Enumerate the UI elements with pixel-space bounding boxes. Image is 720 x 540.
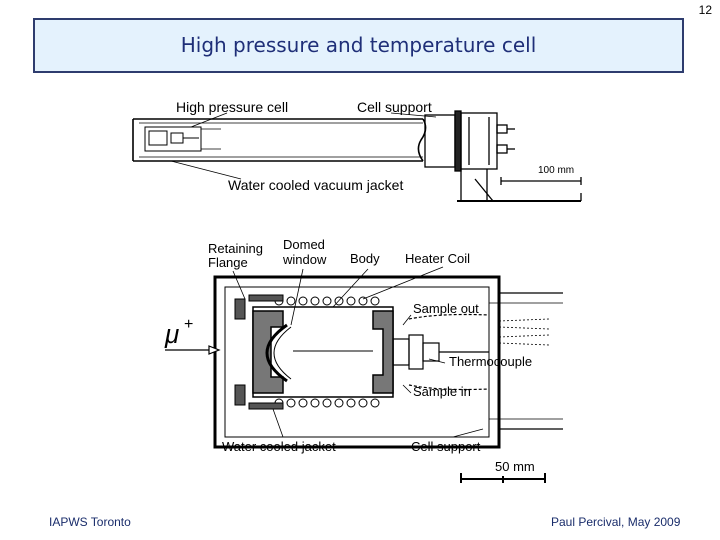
cell-overview-diagram: 100 mm High pressure cell Cell support W… bbox=[131, 93, 593, 209]
label-water-cooled-jacket: Water cooled jacket bbox=[222, 439, 336, 454]
scale-label-50mm: 50 mm bbox=[495, 459, 535, 474]
retaining-flange-drawing bbox=[234, 294, 284, 410]
water-cooled-jacket-drawing bbox=[213, 275, 563, 449]
label-domed-window-line1: Domed bbox=[283, 237, 325, 252]
title-box: High pressure and temperature cell bbox=[33, 18, 684, 73]
label-heater-coil: Heater Coil bbox=[405, 251, 470, 266]
label-retaining-flange-line2: Flange bbox=[208, 255, 248, 270]
scale-bar-50mm bbox=[460, 473, 546, 483]
footer-right: Paul Percival, May 2009 bbox=[551, 515, 681, 529]
bottom-leader-lines bbox=[232, 266, 484, 438]
label-body: Body bbox=[350, 251, 380, 266]
label-sample-in: Sample in bbox=[413, 384, 471, 399]
muon-symbol: μ bbox=[164, 319, 179, 349]
label-sample-out: Sample out bbox=[413, 301, 479, 316]
muon-charge: + bbox=[184, 316, 193, 333]
footer-left: IAPWS Toronto bbox=[49, 515, 131, 529]
label-high-pressure-cell: High pressure cell bbox=[176, 99, 288, 115]
cell-support-drawing bbox=[424, 110, 582, 202]
slide-title: High pressure and temperature cell bbox=[180, 32, 537, 57]
label-thermocouple: Thermocouple bbox=[449, 354, 532, 369]
scale-label-100mm: 100 mm bbox=[538, 165, 574, 176]
fittings-drawing bbox=[392, 313, 550, 391]
cell-cross-section-diagram: μ + Retaining Flange Domed window Body H… bbox=[153, 233, 573, 489]
scale-bar-100mm bbox=[500, 177, 582, 185]
slide-number: 12 bbox=[698, 3, 712, 17]
vacuum-jacket-drawing bbox=[132, 118, 427, 162]
label-retaining-flange-line1: Retaining bbox=[208, 241, 263, 256]
label-domed-window-line2: window bbox=[282, 252, 327, 267]
label-water-cooled-vacuum-jacket: Water cooled vacuum jacket bbox=[228, 177, 403, 193]
muon-beam-arrow bbox=[165, 345, 221, 355]
label-cell-support-top: Cell support bbox=[357, 99, 432, 115]
label-cell-support-bottom: Cell support bbox=[411, 439, 481, 454]
leader-lines bbox=[170, 112, 437, 180]
